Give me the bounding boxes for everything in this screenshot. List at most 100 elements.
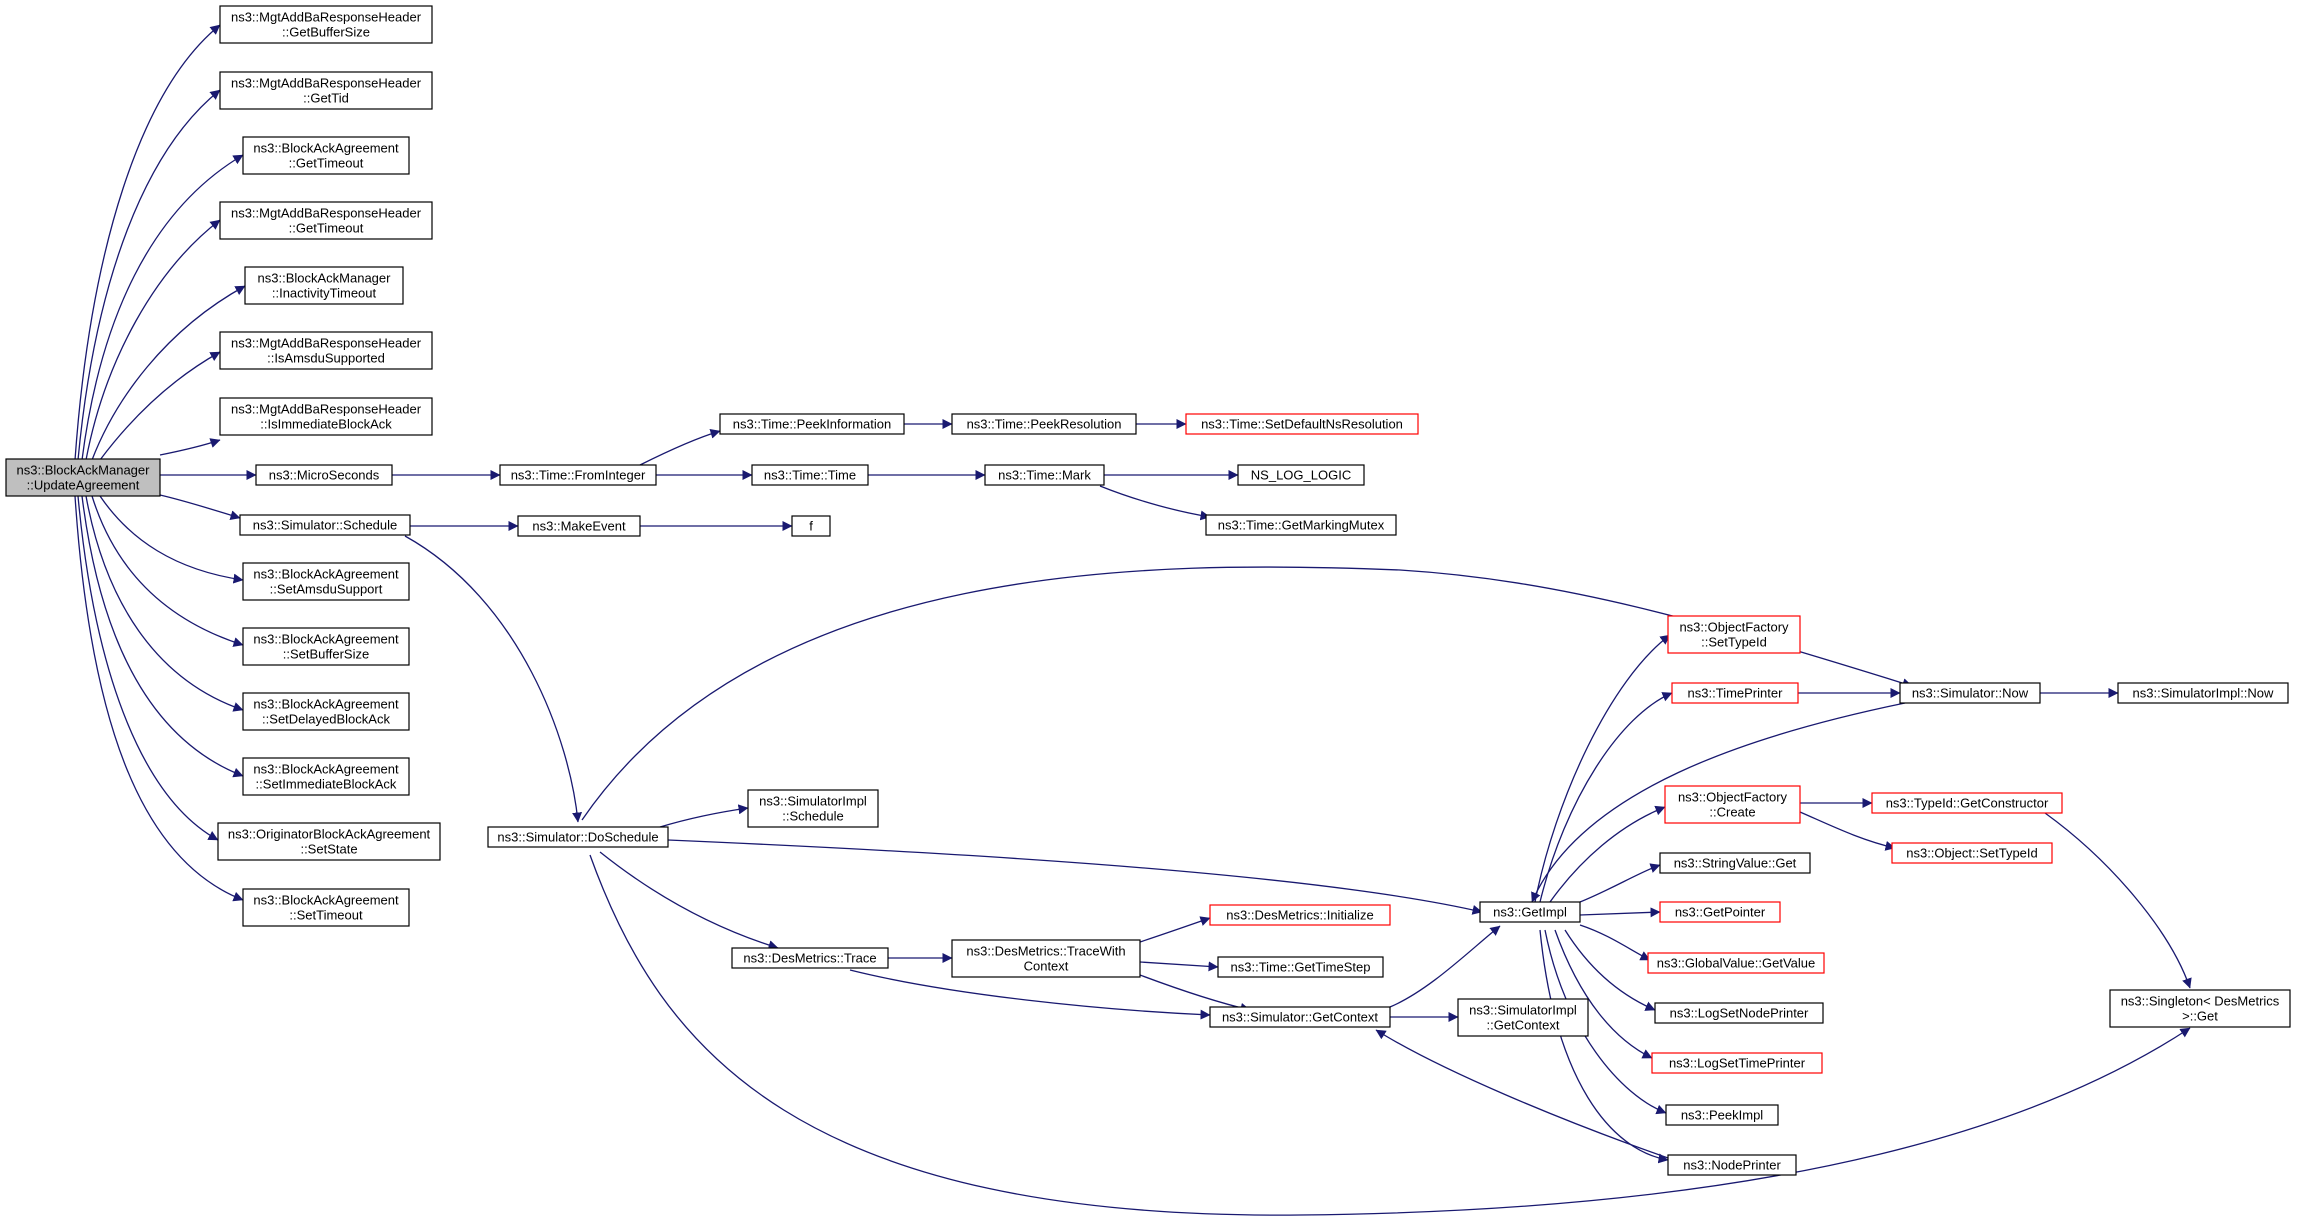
edge-nodeprinter-to-simgetcontext [1375, 1029, 1669, 1159]
node-set-state[interactable]: ns3::OriginatorBlockAckAgreement::SetSta… [217, 822, 441, 861]
edge-getimpl-to-peekimpl [1544, 929, 1667, 1115]
node-label: ::InactivityTimeout [272, 286, 377, 301]
node-string-value-get[interactable]: ns3::StringValue::Get [1659, 852, 1811, 874]
node-of-create[interactable]: ns3::ObjectFactory::Create [1664, 785, 1801, 824]
node-impl-schedule[interactable]: ns3::SimulatorImpl::Schedule [747, 789, 879, 828]
node-root[interactable]: ns3::BlockAckManager::UpdateAgreement [5, 458, 161, 497]
node-f[interactable]: f [791, 515, 831, 537]
edge-root-to-setimmediateblockack [81, 495, 244, 778]
edge-frominteger-to-peekinformation [639, 428, 721, 466]
node-label: ns3::OriginatorBlockAckAgreement [228, 827, 431, 842]
node-set-amsdu-support[interactable]: ns3::BlockAckAgreement::SetAmsduSupport [242, 562, 410, 601]
node-impl-now[interactable]: ns3::SimulatorImpl::Now [2117, 682, 2289, 704]
node-simulator-now[interactable]: ns3::Simulator::Now [1899, 682, 2041, 704]
node-impl-get-context[interactable]: ns3::SimulatorImpl::GetContext [1457, 998, 1589, 1037]
node-set-delayed-block-ack[interactable]: ns3::BlockAckAgreement::SetDelayedBlockA… [242, 692, 410, 731]
node-ns-log-logic[interactable]: NS_LOG_LOGIC [1237, 464, 1365, 486]
node-node-printer[interactable]: ns3::NodePrinter [1667, 1154, 1797, 1176]
node-from-integer[interactable]: ns3::Time::FromInteger [499, 464, 657, 486]
node-label: ns3::BlockAckAgreement [253, 632, 399, 647]
node-set-default-ns-resolution[interactable]: ns3::Time::SetDefaultNsResolution [1185, 413, 1419, 435]
node-label: ns3::BlockAckManager [17, 463, 151, 478]
edge-getimpl-to-logsetnodeprinter [1564, 929, 1656, 1011]
call-edges [74, 24, 2192, 1216]
node-label: ::SetBufferSize [283, 647, 369, 662]
edge-root-to-setbuffersize [91, 495, 244, 647]
node-desmetrics-initialize[interactable]: ns3::DesMetrics::Initialize [1209, 904, 1391, 926]
node-set-immediate-block-ack[interactable]: ns3::BlockAckAgreement::SetImmediateBloc… [242, 757, 410, 796]
node-get-time-step[interactable]: ns3::Time::GetTimeStep [1217, 956, 1384, 978]
node-label: ns3::StringValue::Get [1674, 856, 1797, 871]
node-set-buffer-size[interactable]: ns3::BlockAckAgreement::SetBufferSize [242, 627, 410, 666]
node-of-set-type-id[interactable]: ns3::ObjectFactory::SetTypeId [1667, 615, 1801, 654]
node-time-printer[interactable]: ns3::TimePrinter [1671, 682, 1799, 704]
node-global-value-get-value[interactable]: ns3::GlobalValue::GetValue [1647, 952, 1825, 974]
node-label: ns3::BlockAckAgreement [253, 567, 399, 582]
node-mgt-get-timeout[interactable]: ns3::MgtAddBaResponseHeader::GetTimeout [219, 201, 433, 240]
edge-timemark-to-getmarkingmutex [1099, 485, 1211, 521]
node-label: Context [1024, 959, 1069, 974]
node-label: ns3::LogSetTimePrinter [1669, 1056, 1806, 1071]
edge-root-to-simulator-schedule [159, 494, 241, 521]
node-label: ns3::Time::Time [764, 468, 856, 483]
edge-tracewithcontext-to-initialize [1139, 916, 1211, 943]
node-get-constructor[interactable]: ns3::TypeId::GetConstructor [1871, 792, 2063, 814]
node-peek-impl[interactable]: ns3::PeekImpl [1665, 1104, 1779, 1126]
node-label: ::GetTid [303, 91, 349, 106]
node-label: ns3::Time::PeekInformation [733, 417, 891, 432]
edge-getimpl-to-nodeprinter [1539, 929, 1669, 1164]
node-is-amsdu-supported[interactable]: ns3::MgtAddBaResponseHeader::IsAmsduSupp… [219, 331, 433, 370]
edge-getimpl-to-timeprinter [1539, 692, 1673, 903]
edge-doschedule-to-singletonget [589, 854, 2191, 1216]
edge-ofcreate-to-objsettypeid [1799, 811, 1896, 851]
node-label: ns3::BlockAckAgreement [253, 141, 399, 156]
node-get-pointer[interactable]: ns3::GetPointer [1659, 901, 1781, 923]
node-label: ns3::TypeId::GetConstructor [1886, 796, 2049, 811]
edge-tracewithcontext-to-simgetcontext [1139, 974, 1251, 1013]
edge-schedule-to-doschedule [404, 535, 583, 823]
node-label: ns3::BlockAckManager [258, 271, 392, 286]
node-get-tid[interactable]: ns3::MgtAddBaResponseHeader::GetTid [219, 71, 433, 110]
node-simulator-get-context[interactable]: ns3::Simulator::GetContext [1209, 1006, 1391, 1028]
node-is-immediate-block-ack[interactable]: ns3::MgtAddBaResponseHeader::IsImmediate… [219, 397, 433, 436]
node-inactivity-timeout[interactable]: ns3::BlockAckManager::InactivityTimeout [244, 266, 404, 305]
edge-root-to-mgt-gettimeout [85, 219, 221, 461]
node-peek-resolution[interactable]: ns3::Time::PeekResolution [951, 413, 1137, 435]
node-label: ns3::Time::GetMarkingMutex [1218, 518, 1385, 533]
node-label: ns3::Time::SetDefaultNsResolution [1201, 417, 1403, 432]
node-label: ns3::ObjectFactory [1678, 790, 1788, 805]
node-get-buffer-size[interactable]: ns3::MgtAddBaResponseHeader::GetBufferSi… [219, 5, 433, 44]
node-label: ns3::GlobalValue::GetValue [1657, 956, 1816, 971]
node-label: ns3::Simulator::Now [1912, 686, 2029, 701]
node-label: NS_LOG_LOGIC [1251, 468, 1351, 483]
node-time-mark[interactable]: ns3::Time::Mark [984, 464, 1105, 486]
node-log-set-time-printer[interactable]: ns3::LogSetTimePrinter [1651, 1052, 1823, 1074]
node-label: ::Schedule [782, 809, 843, 824]
node-bag-get-timeout[interactable]: ns3::BlockAckAgreement::GetTimeout [242, 136, 410, 175]
node-log-set-node-printer[interactable]: ns3::LogSetNodePrinter [1654, 1002, 1824, 1024]
node-peek-information[interactable]: ns3::Time::PeekInformation [719, 413, 905, 435]
edge-doschedule-to-getimpl [667, 839, 1483, 915]
node-label: f [809, 519, 813, 534]
node-label: ns3::BlockAckAgreement [253, 697, 399, 712]
edge-root-to-bag-gettimeout [81, 154, 244, 461]
node-do-schedule[interactable]: ns3::Simulator::DoSchedule [487, 826, 669, 848]
node-object-set-type-id[interactable]: ns3::Object::SetTypeId [1891, 842, 2053, 864]
node-get-impl[interactable]: ns3::GetImpl [1479, 901, 1581, 923]
edge-getimpl-to-globalvaluegetvalue [1579, 924, 1651, 961]
node-simulator-schedule[interactable]: ns3::Simulator::Schedule [239, 514, 411, 536]
node-label: ns3::MgtAddBaResponseHeader [231, 10, 422, 25]
node-label: ns3::Singleton< DesMetrics [2121, 994, 2280, 1009]
node-get-marking-mutex[interactable]: ns3::Time::GetMarkingMutex [1205, 514, 1397, 536]
node-time-time[interactable]: ns3::Time::Time [751, 464, 869, 486]
node-make-event[interactable]: ns3::MakeEvent [517, 515, 641, 537]
node-set-timeout[interactable]: ns3::BlockAckAgreement::SetTimeout [242, 888, 410, 927]
node-label: ns3::TimePrinter [1688, 686, 1784, 701]
node-label: ::SetImmediateBlockAck [256, 777, 397, 792]
node-desmetrics-trace[interactable]: ns3::DesMetrics::Trace [731, 947, 889, 969]
node-singleton-get[interactable]: ns3::Singleton< DesMetrics >::Get [2109, 989, 2291, 1028]
node-label: ns3::ObjectFactory [1679, 620, 1789, 635]
edge-getimpl-to-ofsettypeid [1534, 634, 1671, 903]
node-micro-seconds[interactable]: ns3::MicroSeconds [255, 464, 393, 486]
